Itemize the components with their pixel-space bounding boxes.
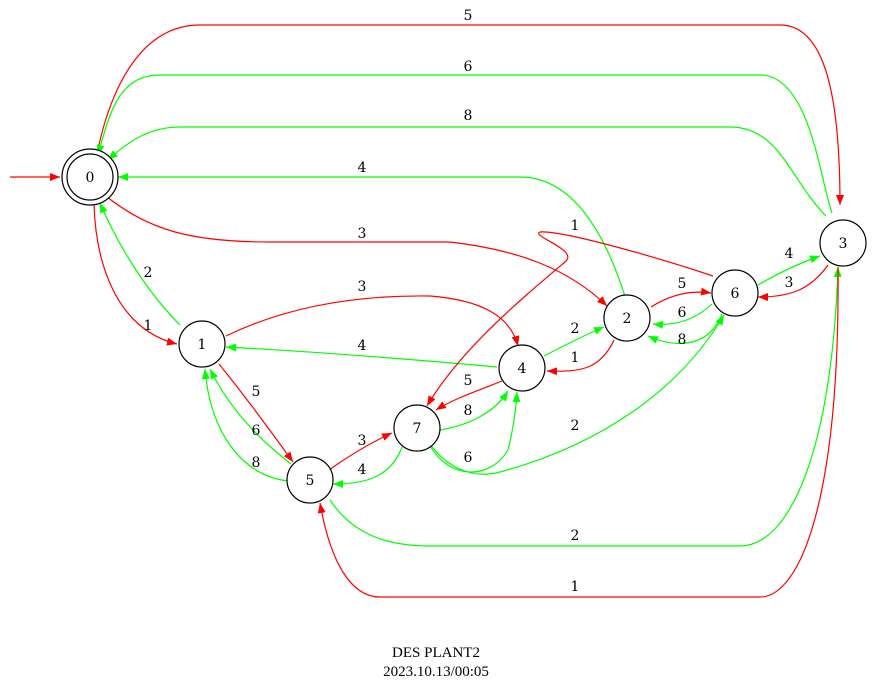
edge-t6_3_4 xyxy=(757,255,821,286)
state-node-5: 5 xyxy=(286,456,334,504)
edge-t1_5_5 xyxy=(218,363,294,463)
label-t0_1_1: 1 xyxy=(144,318,153,334)
state-node-1: 1 xyxy=(178,320,226,368)
diagram-title: DES PLANT2 xyxy=(392,645,480,661)
label-t2_6_5: 5 xyxy=(678,276,687,292)
state-node-2: 2 xyxy=(603,294,651,342)
label-t7_4_8: 8 xyxy=(464,403,473,419)
label-t1_0_2: 2 xyxy=(144,265,153,281)
edge-t0_1_1 xyxy=(93,203,178,346)
edge-t1_4_3 xyxy=(225,295,520,347)
label-t5_1_8: 8 xyxy=(252,455,261,471)
label-t1_4_3: 3 xyxy=(358,279,367,295)
label-t3_0_8: 8 xyxy=(464,108,473,124)
edge-t2_0_4 xyxy=(118,173,626,297)
edge-t2_6_5 xyxy=(650,287,712,308)
edge-t7_5_4 xyxy=(332,446,403,488)
state-label-0: 0 xyxy=(86,170,95,186)
edge-t4_7_5 xyxy=(435,380,503,411)
state-node-4: 4 xyxy=(498,344,546,392)
state-label-4: 4 xyxy=(518,361,527,377)
edge-t7_4_8 xyxy=(439,390,509,431)
edge-t3_6_3 xyxy=(757,264,829,301)
edge-t3_5_1 xyxy=(317,266,839,598)
label-t3_0_6: 6 xyxy=(464,59,473,75)
label-t1_5_5: 5 xyxy=(252,384,261,400)
label-t4_1_4: 4 xyxy=(358,338,367,354)
edge-t0_3_5 xyxy=(96,24,844,206)
state-label-2: 2 xyxy=(623,311,632,327)
state-node-3: 3 xyxy=(819,219,867,267)
edge-t7_6_2 xyxy=(429,314,725,475)
label-t6_2_6: 6 xyxy=(678,305,687,321)
edge-t5_7_3 xyxy=(328,432,393,471)
edge-t5_1_8 xyxy=(201,368,289,482)
state-node-0: 0 xyxy=(61,148,119,206)
label-t6_2_8: 8 xyxy=(678,332,687,348)
state-node-6: 6 xyxy=(711,269,759,317)
label-t2_4_1: 1 xyxy=(571,350,580,366)
label-t7_6_2: 2 xyxy=(571,418,580,434)
edge-t1_0_2 xyxy=(99,202,181,326)
state-node-7: 7 xyxy=(393,404,441,452)
edge-t5_1_6 xyxy=(209,368,292,465)
label-t6_7_1: 1 xyxy=(571,218,580,234)
edge-t5_3_2 xyxy=(329,266,842,547)
edge-t3_0_6 xyxy=(96,74,833,214)
edge-t4_2_2 xyxy=(543,326,605,357)
label-t3_5_1: 1 xyxy=(571,579,580,595)
edge-t4_1_4 xyxy=(225,343,498,368)
state-label-5: 5 xyxy=(306,473,315,489)
label-t5_1_6: 6 xyxy=(252,423,261,439)
label-t5_7_3: 3 xyxy=(358,433,367,449)
edge-t7_4_6 xyxy=(429,391,521,473)
label-t7_4_6: 6 xyxy=(464,450,473,466)
state-label-7: 7 xyxy=(413,421,422,437)
label-t0_3_5: 5 xyxy=(464,8,473,24)
edge-t6_2_6 xyxy=(652,303,713,329)
edge-t6_7_1 xyxy=(426,231,714,407)
diagram-timestamp: 2023.10.13/00:05 xyxy=(383,664,489,680)
label-t5_3_2: 2 xyxy=(571,528,580,544)
edge-t0_2_3 xyxy=(106,196,608,307)
state-label-6: 6 xyxy=(731,286,740,302)
state-label-1: 1 xyxy=(198,337,207,353)
label-t2_0_4: 4 xyxy=(358,160,367,176)
label-t7_5_4: 4 xyxy=(358,462,367,478)
label-t4_2_2: 2 xyxy=(571,321,580,337)
label-t0_2_3: 3 xyxy=(358,226,367,242)
label-t3_6_3: 3 xyxy=(785,275,794,291)
edge-t2_4_1 xyxy=(546,339,615,376)
state-label-3: 3 xyxy=(839,236,848,252)
edge-t3_0_8 xyxy=(107,126,827,217)
label-t4_7_5: 5 xyxy=(464,373,473,389)
label-t6_3_4: 4 xyxy=(785,246,794,262)
